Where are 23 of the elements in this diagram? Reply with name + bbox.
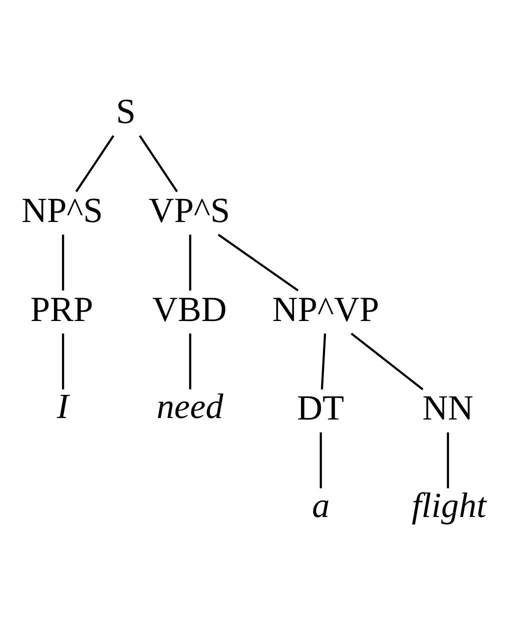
node-text: NN (422, 388, 474, 428)
connector (62, 234, 64, 290)
connector (62, 333, 64, 389)
node-text: a (312, 485, 330, 524)
connector (320, 332, 326, 389)
node-text: NP^S (22, 190, 103, 230)
connector (189, 333, 192, 389)
connector (218, 233, 299, 291)
connector (446, 432, 450, 488)
node-text: VBD (152, 289, 227, 328)
node-text: DT (296, 388, 344, 428)
connector (138, 134, 178, 192)
connector (75, 134, 114, 192)
node-text: flight (412, 485, 486, 524)
node-text: S (116, 92, 136, 131)
connector (320, 432, 322, 488)
node-text: PRP (30, 289, 94, 328)
node-text: NP^VP (272, 289, 380, 328)
node-text: I (56, 386, 69, 426)
connector (189, 234, 192, 290)
node-text: need (156, 386, 224, 426)
node-text: VP^S (148, 190, 230, 230)
connector (350, 332, 424, 390)
